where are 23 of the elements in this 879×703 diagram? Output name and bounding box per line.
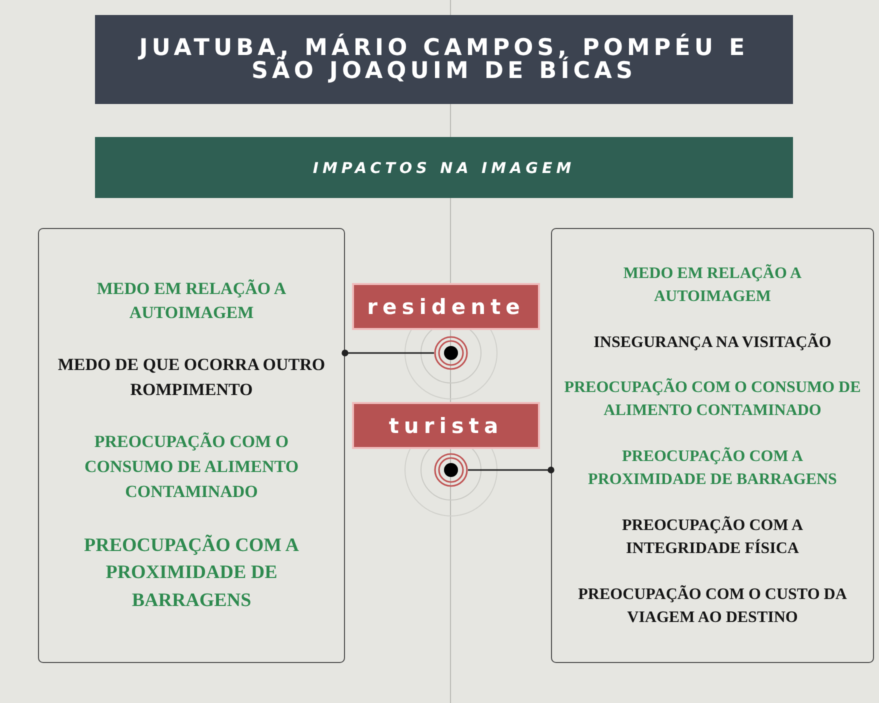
impact-item: MEDO EM RELAÇÃO A AUTOIMAGEM	[622, 263, 803, 307]
impact-item: PREOCUPAÇÃO COM A INTEGRIDADE FÍSICA	[620, 515, 804, 560]
group-label	[352, 402, 540, 449]
target-icon	[434, 336, 468, 370]
impact-item: MEDO EM RELAÇÃO A AUTOIMAGEM	[96, 278, 288, 324]
impact-item: PREOCUPAÇÃO COM O CONSUMO DE ALIMENTO CONTAMINADO	[563, 377, 862, 422]
group-label	[352, 283, 540, 330]
group-label-text: turista	[388, 414, 504, 438]
impact-item: PREOCUPAÇÃO COM O CUSTO DA VIAGEM AO DESTINO	[577, 584, 848, 628]
group-label-text: residente	[367, 294, 525, 318]
connector-line	[342, 350, 434, 356]
target-icon	[434, 453, 468, 487]
impact-item: PREOCUPAÇÃO COM O CONSUMO DE ALIMENTO CONTAMINADO	[83, 431, 300, 503]
impact-item: INSEGURANÇA NA VISITAÇÃO	[594, 332, 832, 352]
section-band	[95, 137, 793, 198]
impact-item: PREOCUPAÇÃO COM A PROXIMIDADE DE BARRAGENS	[83, 534, 300, 613]
impact-item: PREOCUPAÇÃO COM A PROXIMIDADE DE BARRAGENS	[587, 446, 838, 490]
section-heading: IMPACTOS NA IMAGEM	[312, 158, 576, 176]
title-banner	[95, 15, 793, 104]
connector-line	[468, 466, 554, 474]
impact-panel	[38, 228, 345, 663]
impact-item: MEDO DE QUE OCORRA OUTRO ROMPIMENTO	[56, 354, 326, 402]
impact-panel	[551, 228, 874, 663]
